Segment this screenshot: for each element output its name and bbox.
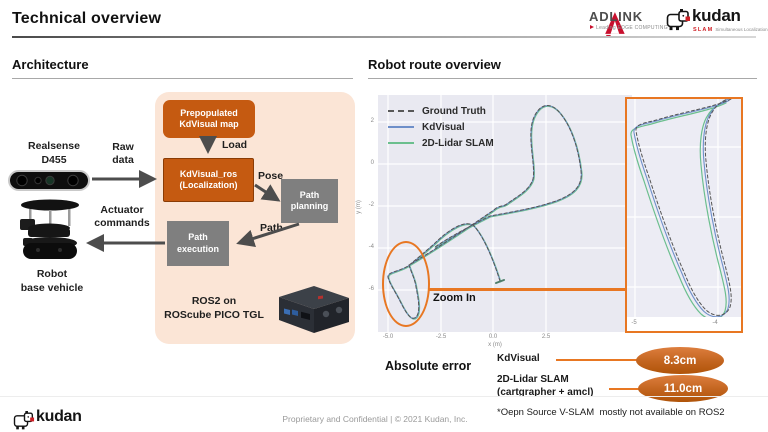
ground-truth-path: [387, 105, 582, 319]
legend-item-ground-truth: Ground Truth: [388, 103, 494, 119]
y-axis-label: y (m): [355, 200, 362, 214]
zoom-highlight-ellipse: [382, 241, 430, 327]
path-execution-box: Path execution: [167, 221, 229, 266]
vslam-footnote: *Oepn Source V-SLAM mostly not available…: [497, 407, 725, 418]
robot-base-image: [20, 199, 79, 259]
actuator-commands-label: Actuator commands: [94, 204, 150, 230]
page-title: Technical overview: [12, 10, 162, 27]
load-label: Load: [222, 139, 248, 151]
chart-legend: Ground Truth KdVisual 2D-Lidar SLAM: [388, 103, 494, 151]
kdvisual-line-sample: [388, 125, 414, 129]
lidar-slam-line-sample: [388, 141, 414, 145]
title-divider: [12, 36, 756, 38]
kudan-dog-icon: [666, 9, 690, 31]
xtick: 0.0: [488, 334, 498, 340]
kdvisual-ros-box: KdVisual_ros (Localization): [163, 158, 254, 202]
zoom-kdvisual-path: [633, 97, 730, 318]
zoom-inset-plot: [627, 96, 741, 320]
robot-base-label: Robot base vehicle: [20, 268, 84, 294]
pose-label: Pose: [258, 170, 284, 182]
kudan-logo-text: kudan: [692, 6, 741, 25]
zoom-in-label: Zoom In: [433, 292, 476, 304]
ros2-roscube-label: ROS2 on ROScube PICO TGL: [164, 295, 264, 321]
raw-data-label: Raw data: [112, 141, 134, 167]
error-label-kdvisual: KdVisual: [497, 353, 540, 364]
adlink-bullet-icon: [590, 25, 594, 29]
footer-copyright: Proprietary and Confidential | © 2021 Ku…: [282, 414, 468, 424]
kudan-slam-text: SLAM: [693, 27, 714, 33]
zoom-xtick: -5: [631, 320, 637, 326]
ytick: -2: [368, 202, 374, 208]
zoom-connector-line: [429, 288, 625, 291]
zoom-ground-truth-path: [635, 96, 732, 316]
zoom-trajectory-lines: [630, 96, 732, 320]
ytick: -6: [368, 286, 374, 292]
absolute-error-heading: Absolute error: [385, 359, 472, 373]
zoom-inset-svg: [627, 96, 741, 320]
route-divider: [368, 78, 757, 79]
ytick: 0: [370, 160, 374, 166]
route-heading: Robot route overview: [368, 57, 501, 72]
legend-item-kdvisual: KdVisual: [388, 119, 494, 135]
adlink-logo-icon: [605, 12, 625, 36]
error-value-lidar: 11.0cm: [638, 375, 728, 402]
kudan-footer-dog-icon: [13, 411, 35, 430]
error-value-kdvisual: 8.3cm: [636, 347, 724, 374]
ytick: 2: [370, 118, 374, 124]
xtick: -2.5: [435, 334, 447, 340]
error-connector-kdvisual: [556, 359, 638, 361]
adlink-tagline: Leading EDGE COMPUTING: [590, 25, 668, 31]
legend-item-lidar-slam: 2D-Lidar SLAM: [388, 135, 494, 151]
ground-truth-line-sample: [388, 110, 414, 112]
prepopulated-map-box: Prepopulated KdVisual map: [163, 100, 255, 138]
architecture-heading: Architecture: [12, 57, 89, 72]
realsense-camera-image: [8, 170, 90, 191]
error-label-lidar: 2D-Lidar SLAM (cartgrapher + amcl): [497, 374, 594, 398]
zoom-inset-panel: -5 -4: [625, 96, 743, 333]
kudan-footer-logo-text: kudan: [36, 408, 82, 425]
adlink-logo-text: ADLINK: [589, 9, 643, 24]
zoom-lidar-slam-path: [630, 100, 727, 320]
xtick: -5.0: [382, 334, 394, 340]
xtick: 2.5: [541, 334, 551, 340]
roscube-device-image: [279, 286, 349, 333]
architecture-divider: [12, 78, 353, 79]
zoom-xtick: -4: [712, 320, 718, 326]
path-planning-box: Path planning: [281, 179, 338, 223]
footer-divider: [0, 396, 768, 397]
ytick: -4: [368, 244, 374, 250]
x-axis-label: x (m): [488, 342, 502, 348]
realsense-label: Realsense D455: [28, 140, 80, 166]
trajectory-endpoint: [495, 279, 505, 284]
error-connector-lidar: [609, 388, 641, 390]
path-label: Path: [260, 222, 283, 234]
